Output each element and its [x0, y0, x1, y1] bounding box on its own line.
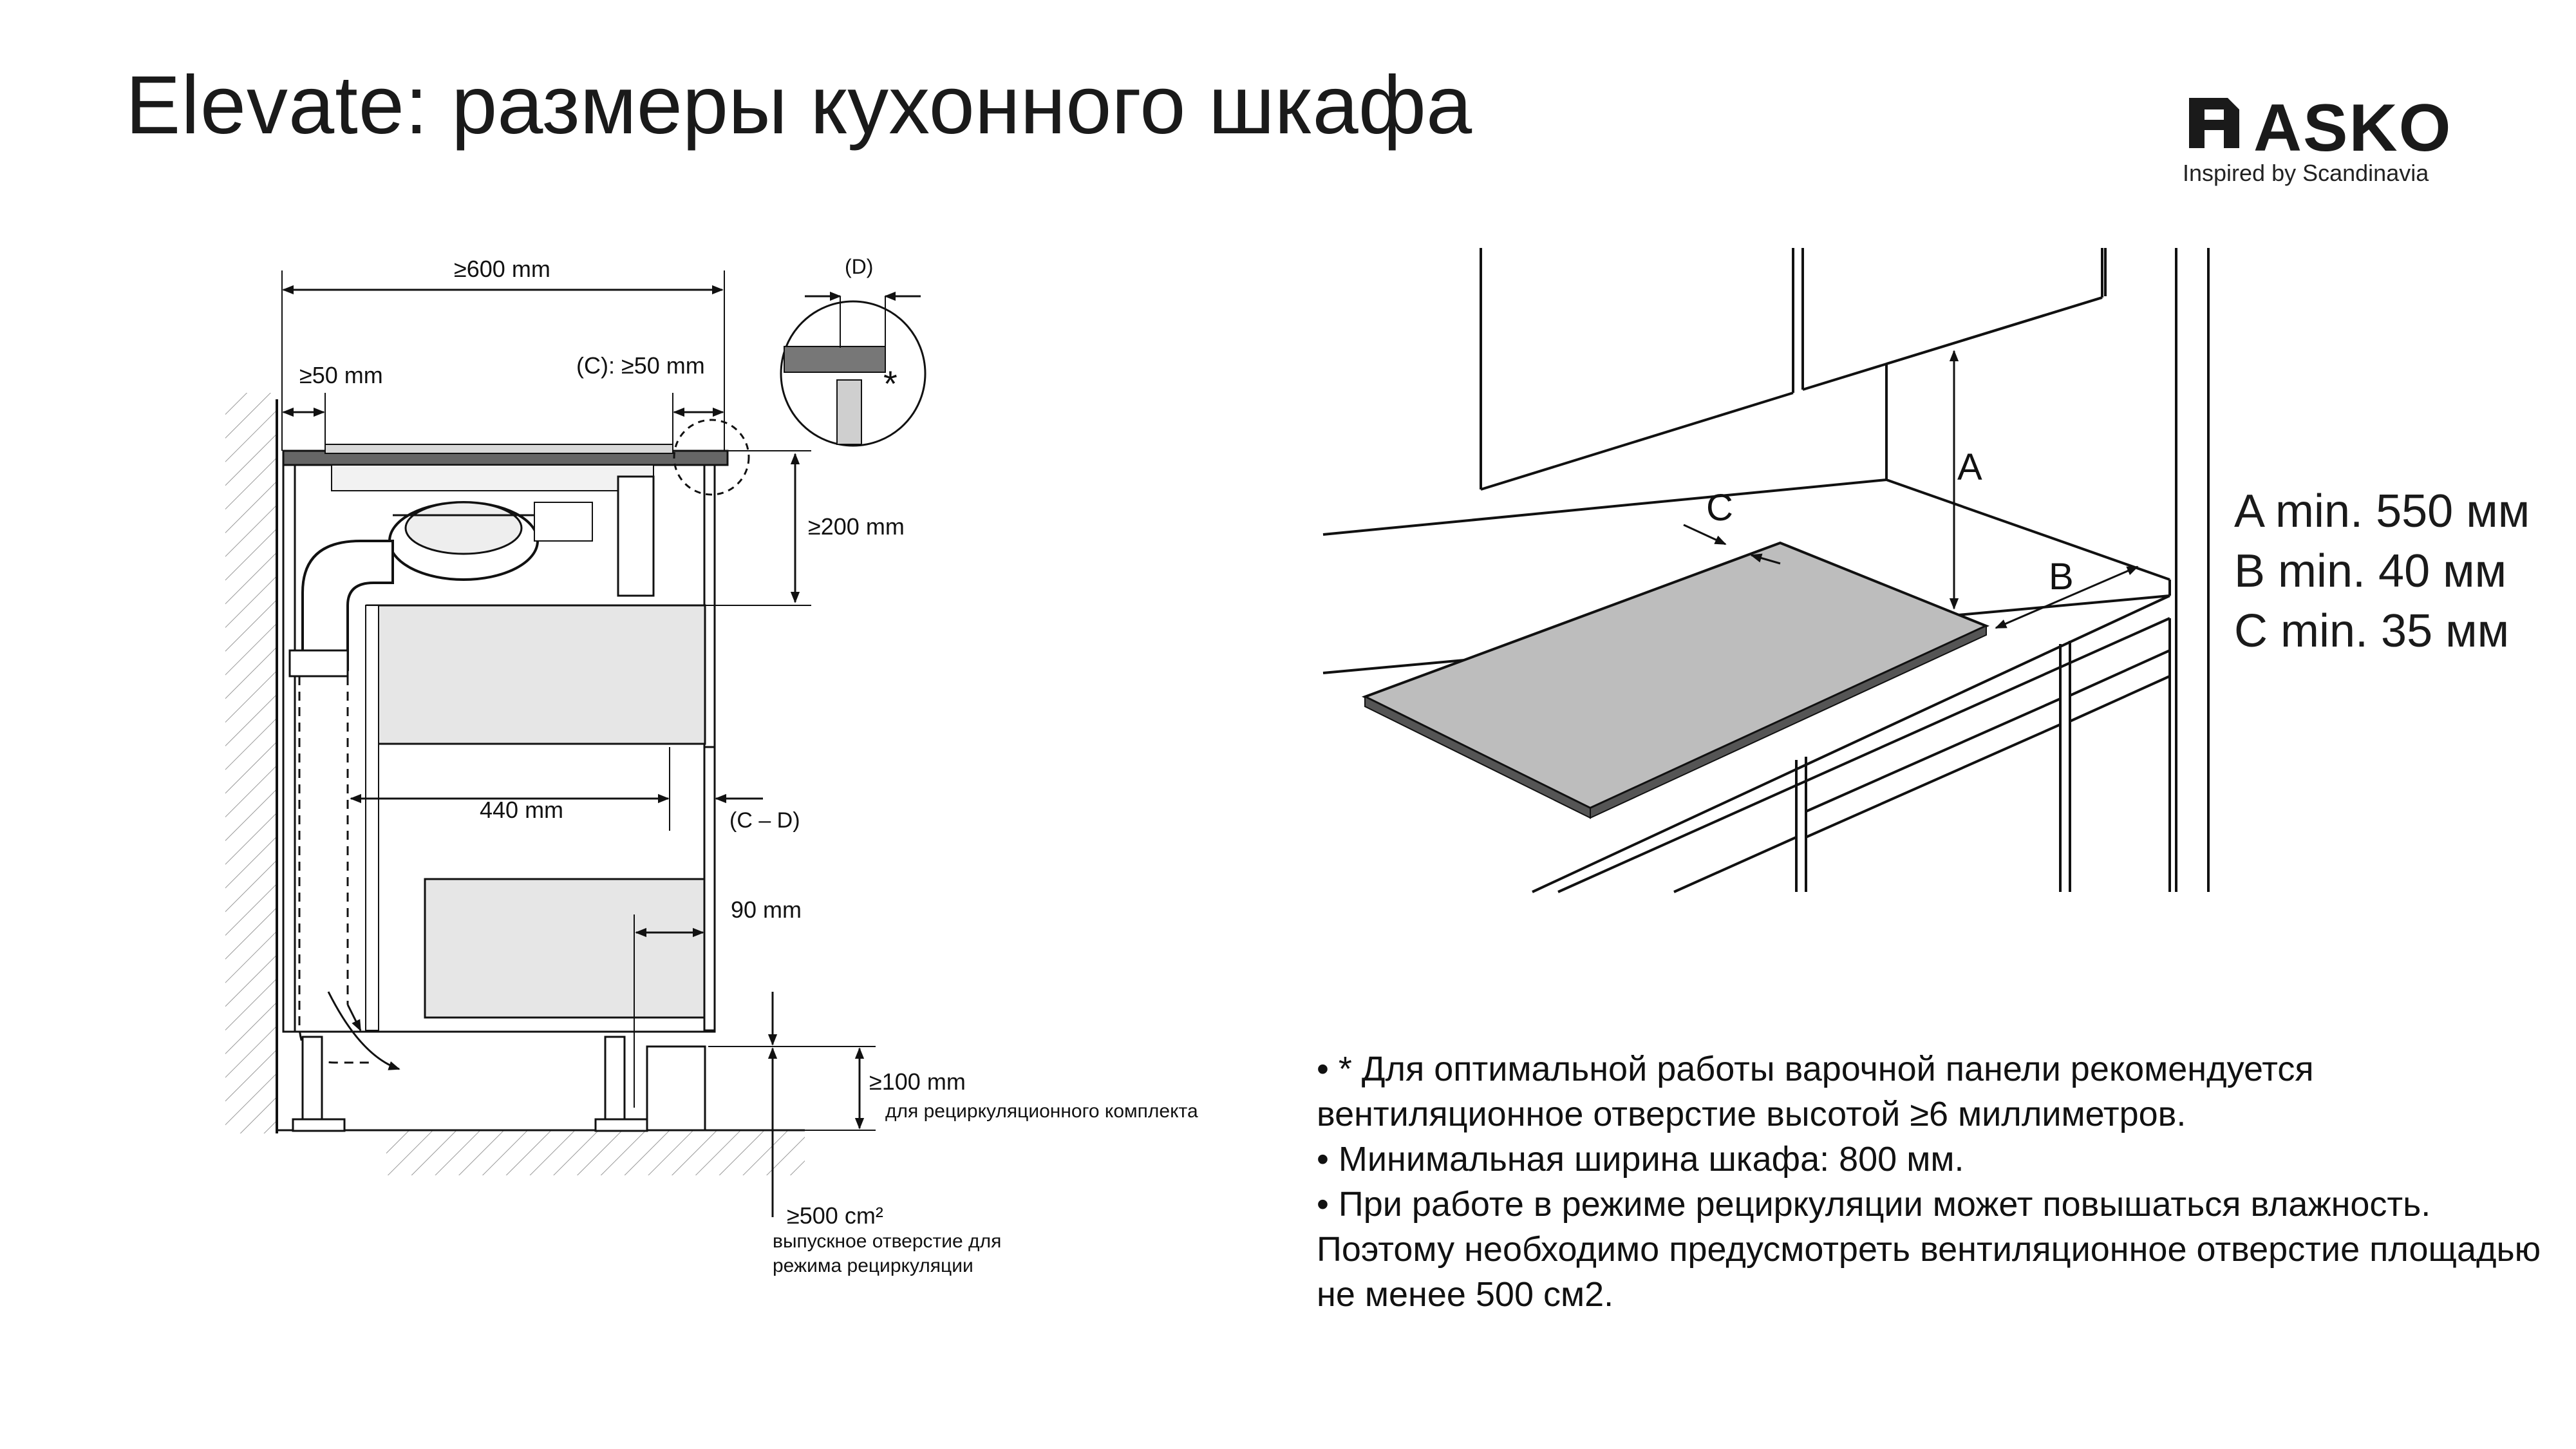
title-product: Elevate: [126, 59, 429, 151]
note-line-3: • Минимальная ширина шкафа: 800 мм. [1317, 1140, 1964, 1179]
note-line-5: Поэтому необходимо предусмотреть вентиля… [1317, 1230, 2541, 1269]
title-subject: размеры кухонного шкафа [451, 59, 1472, 151]
hob-glass [324, 444, 673, 454]
label-outlet-area: ≥500 cm² [787, 1202, 883, 1229]
dim-b [1995, 565, 2139, 629]
label-height-100-note: для рециркуляционного комплекта [885, 1101, 1198, 1122]
detail-zoom-circle [780, 300, 926, 447]
note-line-2: вентиляционное отверстие высотой ≥6 милл… [1317, 1095, 2186, 1133]
label-right-gap: (C): ≥50 mm [576, 352, 705, 379]
floor-hatch [386, 1130, 805, 1175]
foot-right [604, 1036, 626, 1128]
drawer-frame [365, 605, 379, 1031]
countertop-labels: A B C [1706, 446, 2074, 598]
note-line-4: • При работе в режиме рециркуляции может… [1317, 1185, 2431, 1224]
airflow-path [298, 676, 373, 1064]
detail-marker [673, 419, 750, 496]
cabinet-section-diagram [225, 270, 926, 1217]
cabinet-left-side [282, 464, 296, 1033]
note-line-6: не менее 500 см2. [1317, 1275, 1614, 1314]
logo-brand: ASKO [2253, 91, 2452, 166]
label-detail-d: (D) [845, 255, 873, 278]
label-c-minus-d: (C – D) [729, 808, 800, 833]
label-outlet-note-2: режима рециркуляции [773, 1255, 973, 1276]
page-title: Elevate: размеры кухонного шкафа [126, 64, 1472, 147]
note-line-1: • * Для оптимальной работы варочной пане… [1317, 1050, 2314, 1088]
asko-logo: ASKO Inspired by Scandinavia [2183, 90, 2479, 193]
hob-body [331, 464, 654, 491]
label-left-gap: ≥50 mm [299, 362, 383, 388]
installation-notes: • * Для оптимальной работы варочной пане… [1317, 1046, 2572, 1317]
drawer-upper [366, 604, 706, 745]
dim-c-left [1683, 524, 1727, 545]
label-depth-440: 440 mm [480, 797, 563, 823]
foot-left [301, 1036, 323, 1128]
dim-c-right [1750, 553, 1781, 565]
label-width-600: ≥600 mm [454, 256, 550, 282]
label-height-100: ≥100 mm [869, 1068, 966, 1095]
plinth [646, 1045, 706, 1132]
label-outlet-note-1: выпускное отверстие для [773, 1231, 1001, 1252]
legend-b: B min. 40 мм [2234, 545, 2507, 597]
label-c: C [1706, 487, 1733, 529]
legend-c: C min. 35 мм [2234, 605, 2510, 657]
dimension-legend: A min. 550 мм B min. 40 мм C min. 35 мм [2234, 482, 2530, 661]
air-duct [301, 540, 394, 671]
drawer-lower [424, 878, 706, 1019]
label-height-200: ≥200 mm [808, 513, 905, 540]
logo-tagline: Inspired by Scandinavia [2183, 160, 2429, 186]
asko-mark-icon [2189, 98, 2239, 148]
label-b: B [2049, 556, 2074, 598]
label-a: A [1957, 446, 1982, 488]
label-gap-90: 90 mm [731, 896, 802, 923]
legend-a: A min. 550 мм [2234, 486, 2530, 537]
label-detail-star: * [883, 363, 898, 404]
cabinet-section-labels: ≥600 mm ≥50 mm (C): ≥50 mm (D) * ≥200 mm… [299, 255, 1198, 1276]
control-box [617, 475, 655, 597]
countertop-dimensions [1683, 350, 2139, 629]
wall-hatch [225, 393, 277, 1133]
